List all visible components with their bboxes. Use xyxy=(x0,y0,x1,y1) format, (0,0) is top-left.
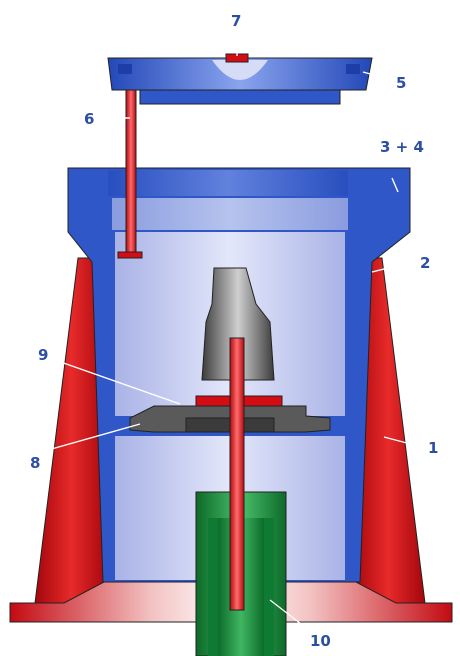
label-10: 10 xyxy=(310,632,331,650)
red-pin-base xyxy=(117,251,143,259)
label-8: 8 xyxy=(30,454,40,472)
label-2: 2 xyxy=(420,254,430,272)
label-1: 1 xyxy=(428,439,438,457)
label-5: 5 xyxy=(396,74,406,92)
nozzle xyxy=(201,267,275,381)
red-pin xyxy=(125,89,137,255)
outer-frame xyxy=(9,257,453,623)
leader-lines xyxy=(47,30,423,635)
central-rod xyxy=(229,337,245,611)
label-6: 6 xyxy=(84,110,94,128)
label-3-4: 3 + 4 xyxy=(380,138,424,156)
label-9: 9 xyxy=(38,346,48,364)
lid xyxy=(107,53,373,105)
green-tube xyxy=(195,491,287,656)
label-7: 7 xyxy=(231,12,241,30)
